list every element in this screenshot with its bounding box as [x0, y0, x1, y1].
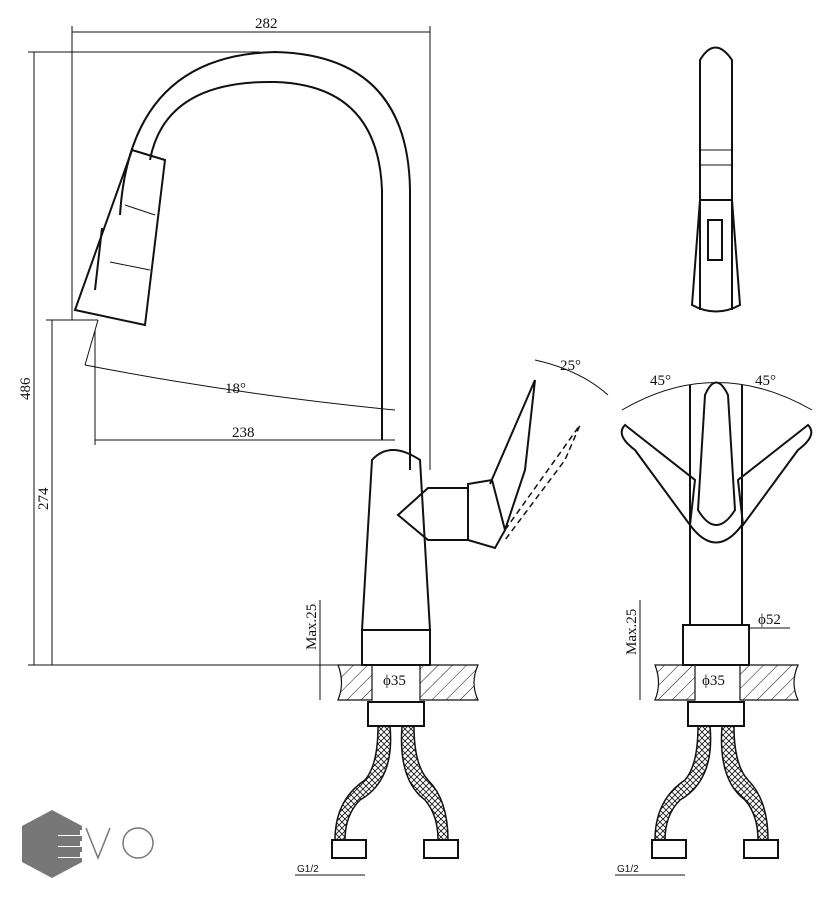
pullout-angle-label: 18°	[225, 381, 246, 397]
left-angle-label: 45°	[650, 373, 671, 389]
lever-angle-label: 25°	[560, 358, 581, 374]
spout-height-label: 274	[36, 487, 52, 510]
front-view: 45° 45° ϕ52 Max.25 ϕ35 G1/2	[615, 46, 813, 876]
front-hole-diameter-label: ϕ35	[702, 673, 725, 689]
hole-diameter-label: ϕ35	[383, 673, 406, 689]
height-dimension-label: 486	[18, 377, 34, 400]
thread-label: G1/2	[297, 864, 319, 875]
width-dimension-label: 282	[255, 16, 278, 32]
front-thread-label: G1/2	[617, 864, 639, 875]
front-deck-thickness-label: Max.25	[624, 609, 640, 655]
base-diameter-label: ϕ52	[758, 612, 781, 628]
deck-thickness-label: Max.25	[304, 604, 320, 650]
right-angle-label: 45°	[755, 373, 776, 389]
reach-dimension-label: 238	[232, 425, 255, 441]
evo-logo	[22, 810, 154, 878]
side-view: 282 486 274 238 18° 25°	[18, 16, 609, 876]
